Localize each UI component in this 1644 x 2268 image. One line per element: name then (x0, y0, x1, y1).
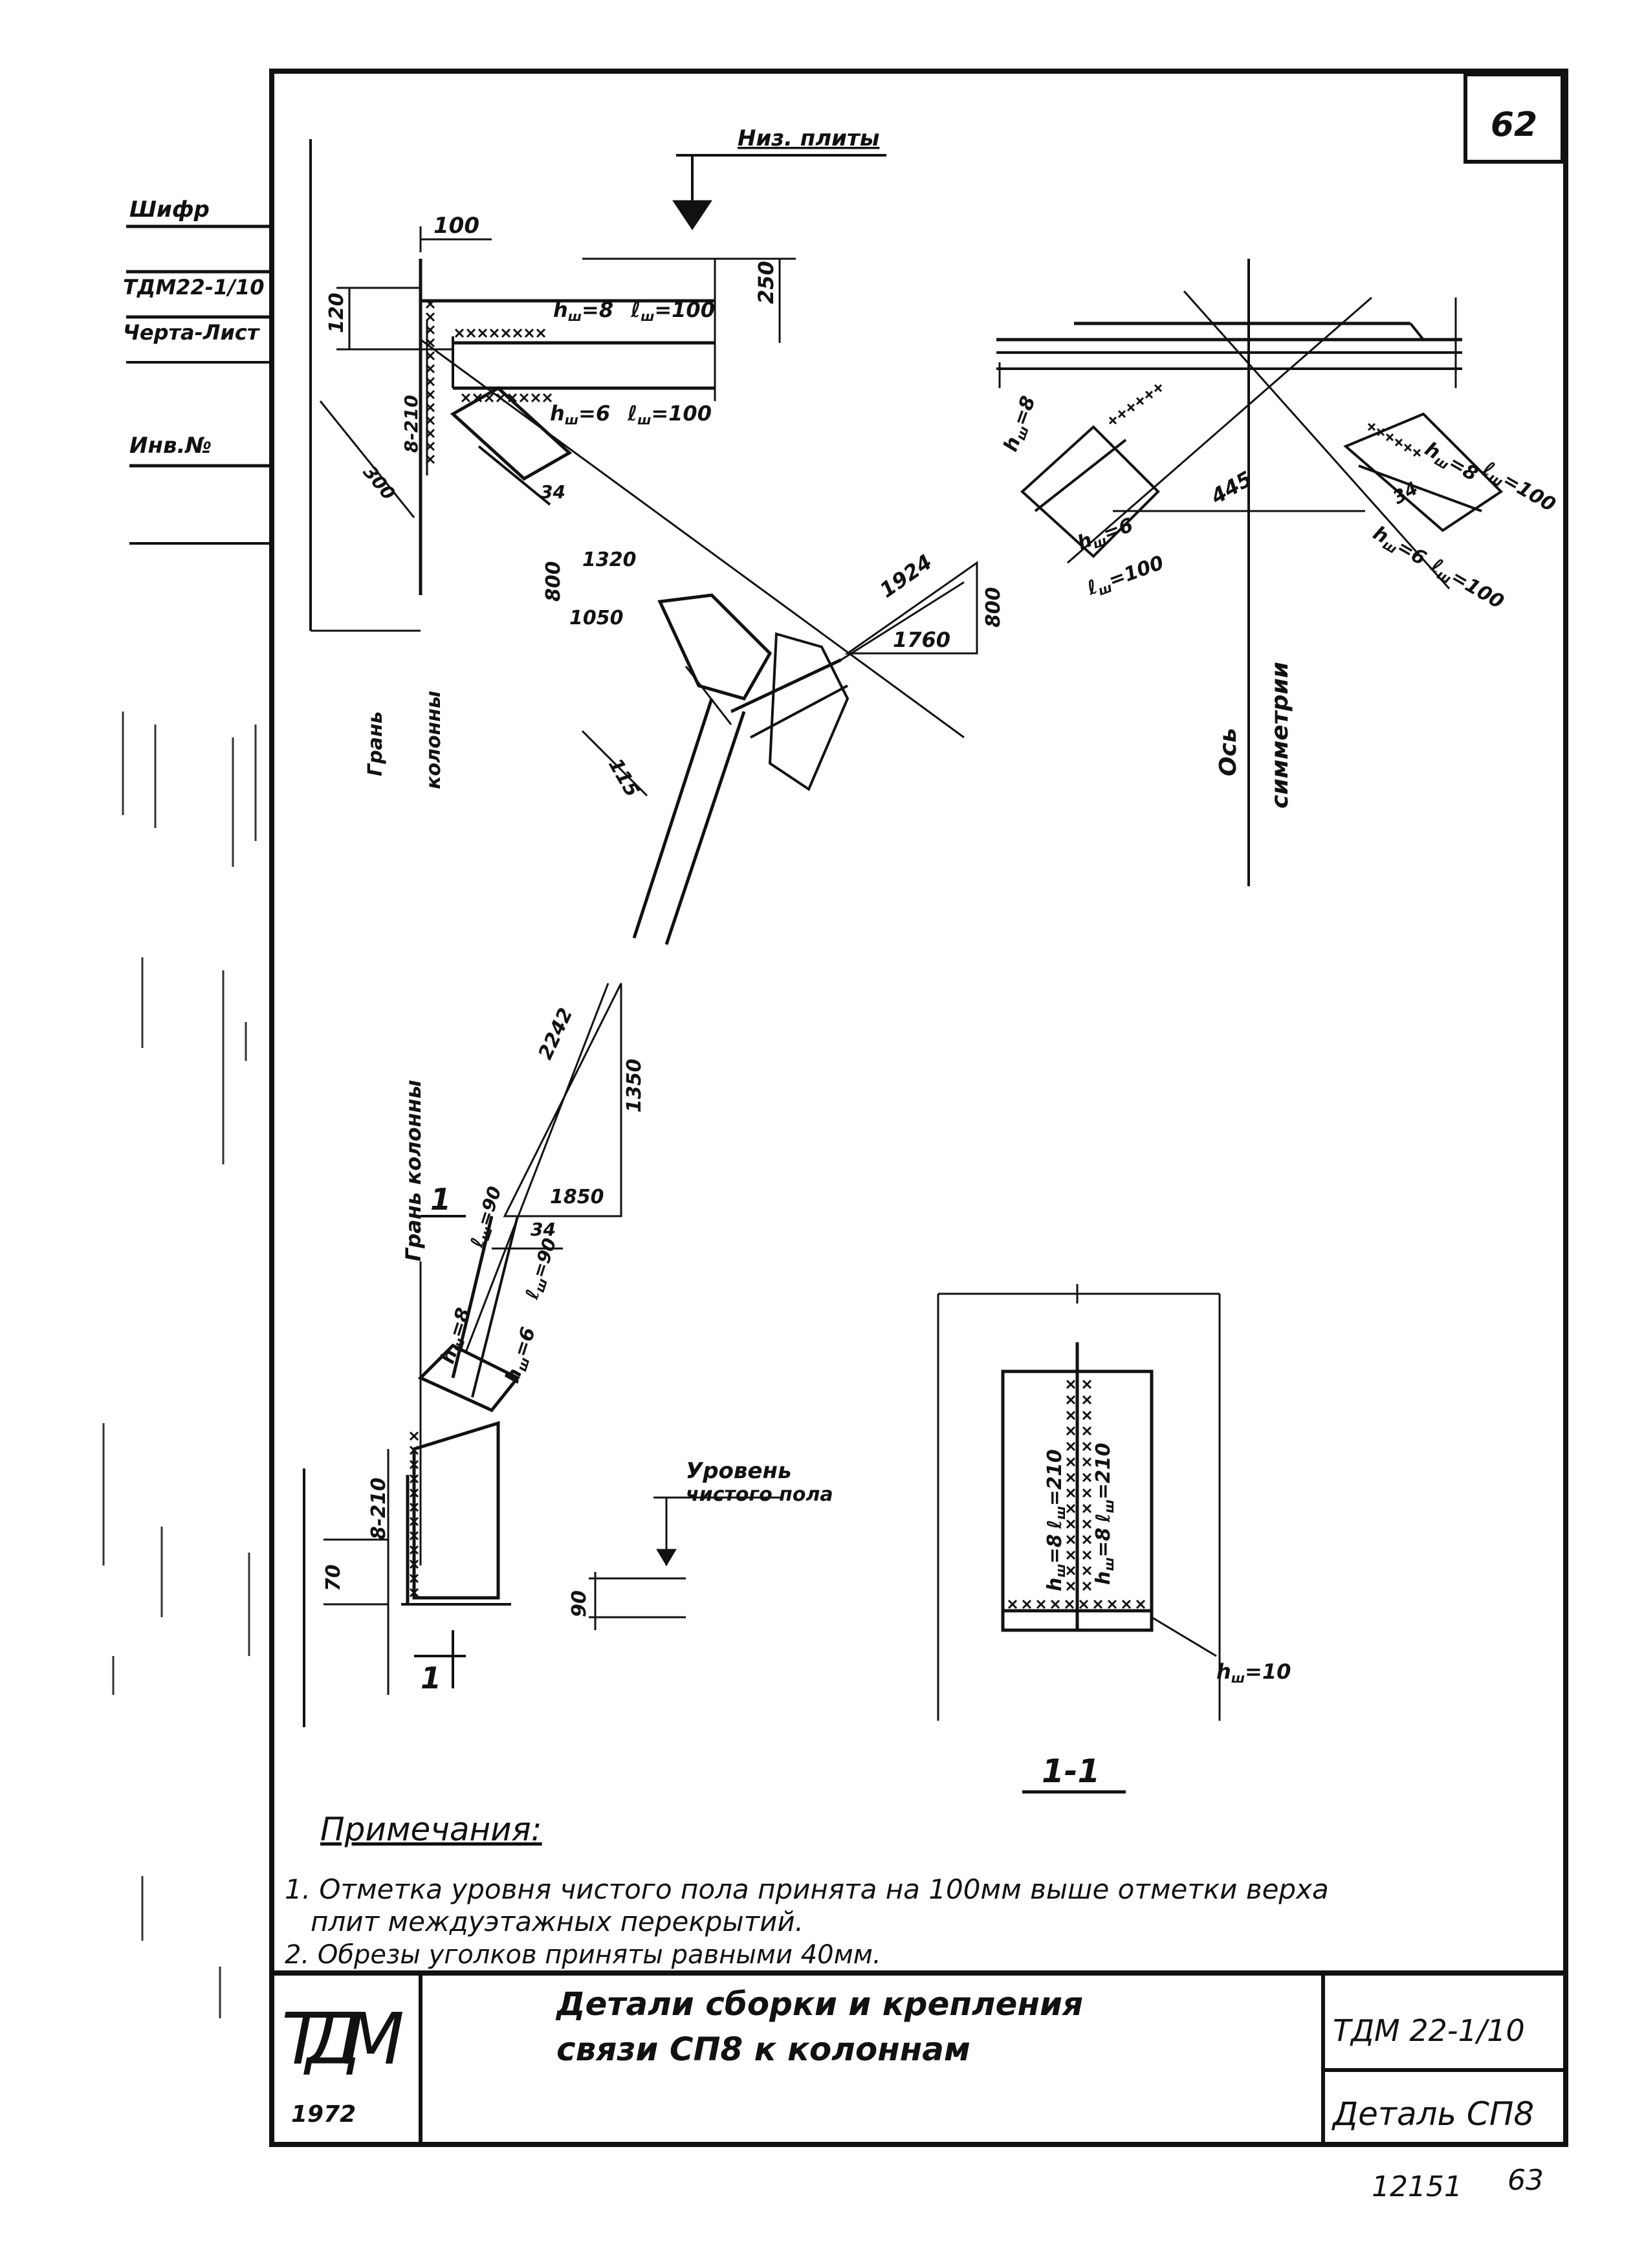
title-block (272, 1970, 1566, 2144)
note-line-1: 1. Отметка уровня чистого пола принята н… (285, 1873, 1329, 1905)
dim-70: 70 (322, 1564, 345, 1591)
slab-level-label: Низ. плиты (738, 125, 879, 151)
bottom-left-detail (303, 983, 783, 1727)
dim-1760: 1760 (893, 627, 950, 652)
column-face-bottom: Грань колонны (401, 1080, 426, 1261)
middle-gusset (581, 561, 978, 945)
bottom-weld-l-right: ℓш=90 (521, 1236, 563, 1303)
weld-top-label: hш=8 ℓш=100 (553, 298, 715, 324)
right-weld-left-h6: hш=6 (1075, 514, 1137, 556)
dim-1320: 1320 (582, 549, 637, 571)
dim-800b: 800 (982, 587, 1005, 627)
dim-1350: 1350 (623, 1059, 646, 1113)
section-1-1 (937, 1284, 1221, 1794)
right-weld-right-h8: hш=8 ℓш=100 (1420, 438, 1560, 518)
section-1-1-title: 1-1 (1042, 1752, 1100, 1790)
notes-heading: Примечания: (320, 1811, 542, 1848)
archive-number: 12151 (1372, 2170, 1462, 2203)
svg-text:hш=8ℓш=210: hш=8ℓш=210 (1044, 1449, 1068, 1591)
title-code: ТДМ 22-1/10 (1333, 2013, 1525, 2048)
right-detail (996, 259, 1504, 886)
svg-text:ℓш=100: ℓш=100 (1478, 457, 1560, 518)
column-face-top-2: колонны (422, 691, 445, 789)
title-line-2: связи СП8 к колоннам (556, 2031, 970, 2068)
floor-level-1: Уровень (686, 1458, 791, 1484)
svg-text:hш=8ℓш=210: hш=8ℓш=210 (1092, 1443, 1117, 1585)
dim-1924: 1924 (875, 549, 937, 602)
dim-34-bottom: 34 (531, 1219, 556, 1240)
sheet-number: 62 (1491, 105, 1537, 144)
bottom-weld-h6: hш=6 (501, 1324, 542, 1386)
axis-label-2: симметрии (1267, 662, 1293, 809)
title-line-1: Детали сборки и крепления (555, 1985, 1083, 2023)
note-line-2: плит междуэтажных перекрытий. (311, 1906, 804, 1937)
svg-text:hш=8: hш=8 (553, 298, 613, 324)
section-weld-a: hш=8ℓш=210 (1044, 1449, 1068, 1591)
weld-marks (409, 299, 1421, 1609)
right-weld-right-h6: hш=6 ℓш=100 (1368, 522, 1508, 615)
svg-text:hш=6: hш=6 (550, 401, 610, 428)
margin-code: ТДМ22-1/10 (123, 275, 264, 300)
bottom-weld-l-top: ℓш=90 (466, 1184, 508, 1252)
right-weld-left-h8: hш=8 (1000, 393, 1042, 455)
dim-250: 250 (754, 261, 778, 304)
title-detail: Деталь СП8 (1332, 2095, 1534, 2133)
page-number: 63 (1507, 2164, 1544, 2197)
svg-text:ℓш=100: ℓш=100 (1084, 552, 1168, 602)
svg-text:hш=6: hш=6 (1368, 522, 1430, 572)
dim-300: 300 (359, 461, 400, 504)
svg-text:ℓш=100: ℓш=100 (630, 298, 715, 324)
svg-text:ℓш=90: ℓш=90 (521, 1236, 563, 1303)
dim-800: 800 (542, 561, 565, 602)
dim-115: 115 (604, 755, 644, 801)
dim-2242: 2242 (534, 1005, 578, 1063)
dim-8-210-top: 8-210 (400, 395, 422, 453)
section-mark-top: 1 (430, 1182, 451, 1217)
svg-text:hш=8: hш=8 (1000, 393, 1042, 455)
title-year: 1972 (291, 2101, 356, 2128)
dim-1050: 1050 (569, 607, 624, 629)
svg-text:hш=6: hш=6 (1075, 514, 1137, 556)
note-line-3: 2. Обрезы уголков приняты равными 40мм. (285, 1940, 881, 1970)
dim-100: 100 (433, 213, 479, 239)
svg-text:ℓш=100: ℓш=100 (627, 401, 712, 428)
section-weld-base: hш=10 (1216, 1659, 1291, 1686)
svg-text:hш=10: hш=10 (1216, 1659, 1291, 1686)
section-mark-bottom: 1 (421, 1661, 441, 1696)
axis-label-1: Ось (1215, 728, 1242, 776)
column-face-top-1: Грань (364, 711, 387, 776)
svg-text:hш=8: hш=8 (1420, 438, 1482, 488)
title-org: ТДМ (281, 1998, 404, 2080)
svg-text:hш=6: hш=6 (501, 1324, 542, 1386)
dim-34-right: 34 (1389, 477, 1421, 508)
margin-shifr: Шифр (129, 197, 210, 223)
section-weld-b: hш=8ℓш=210 (1092, 1443, 1117, 1585)
floor-level-2: чистого пола (686, 1483, 833, 1506)
margin-stamp (126, 224, 272, 545)
margin-inv: Инв.№ (129, 433, 212, 459)
dim-8-210-bottom: 8-210 (367, 1477, 390, 1540)
margin-sheet: Черта-Лист (123, 320, 261, 345)
dim-1850: 1850 (550, 1186, 604, 1208)
weld-bottom-label: hш=6 ℓш=100 (550, 401, 712, 428)
dim-34-top: 34 (540, 481, 565, 503)
dim-120: 120 (325, 292, 348, 333)
svg-text:ℓш=100: ℓш=100 (1426, 554, 1508, 615)
top-left-detail (309, 139, 965, 739)
margin-marks (102, 712, 257, 2018)
frame (269, 69, 1568, 2147)
dim-90: 90 (568, 1590, 591, 1617)
svg-text:ℓш=90: ℓш=90 (466, 1184, 508, 1252)
right-weld-left-l100: ℓш=100 (1084, 552, 1168, 602)
